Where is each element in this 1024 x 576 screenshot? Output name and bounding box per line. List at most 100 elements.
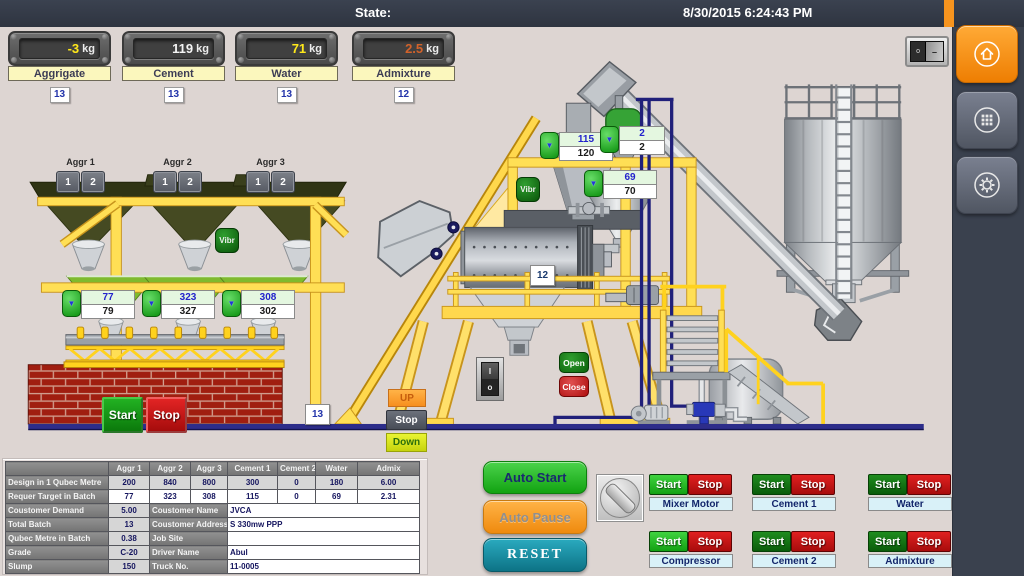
aggr3-gate2-button[interactable]: 2: [271, 171, 295, 193]
down-arrow-icon: ▼: [605, 135, 614, 144]
water-discharge-button[interactable]: ▼: [584, 170, 603, 197]
home-icon: [974, 41, 1000, 67]
aggr3-target-value: 308: [241, 290, 295, 304]
water-weigher-display: ▼ 69 70: [584, 170, 657, 199]
aggregate-vibrator-button[interactable]: Vibr: [215, 228, 239, 253]
screw-icon: [102, 57, 108, 63]
start-button[interactable]: Start: [649, 474, 688, 495]
water-actual-value: 70: [603, 184, 657, 199]
motor-name-label: Cement 1: [752, 497, 836, 511]
cement-weigher-display: ▼ 115 120: [540, 132, 613, 161]
motor-name-label: Mixer Motor: [649, 497, 733, 511]
skip-up-button[interactable]: UP: [388, 389, 426, 407]
mixer-platform: [387, 272, 703, 426]
grid-icon: [974, 107, 1000, 133]
belt-batch-counter: 13: [305, 404, 330, 425]
meter-label: Water: [235, 66, 338, 81]
power-toggle-switch[interactable]: o –: [905, 36, 949, 67]
start-button[interactable]: Start: [868, 474, 907, 495]
datetime-display: 8/30/2015 6:24:43 PM: [683, 5, 813, 20]
batch-count: 13: [163, 87, 184, 103]
aggr3-gate1-button[interactable]: 1: [246, 171, 270, 193]
screw-icon: [446, 34, 452, 40]
meter-unit: kg: [196, 42, 209, 55]
aggr2-discharge-button[interactable]: ▼: [142, 290, 161, 317]
aggr3-weigher: ▼ 308 302: [222, 290, 295, 319]
pumps: [630, 401, 747, 425]
info-row: Slump 150 Truck No. 11-0005: [5, 559, 420, 574]
skip-down-button[interactable]: Down: [386, 433, 427, 452]
reset-button[interactable]: RESET: [483, 538, 587, 572]
belt-start-button[interactable]: Start: [102, 397, 143, 433]
aggr2-gate2-button[interactable]: 2: [178, 171, 202, 193]
admixture-target-value: 2: [619, 126, 665, 140]
stop-button[interactable]: Stop: [907, 474, 951, 495]
down-arrow-icon: ▼: [545, 141, 554, 150]
selector-handle-icon: [603, 481, 637, 515]
motor-group-cement2: Start Stop Cement 2: [752, 531, 836, 568]
cement-discharge-button[interactable]: ▼: [540, 132, 559, 159]
nav-home-button[interactable]: [956, 25, 1018, 83]
meter-value: -3: [67, 41, 80, 56]
aggr1-actual-value: 79: [81, 304, 135, 319]
screw-icon: [11, 57, 17, 63]
motor-group-water: Start Stop Water: [868, 474, 952, 511]
down-arrow-icon: ▼: [67, 299, 76, 308]
stop-button[interactable]: Stop: [907, 531, 951, 552]
aggr2-actual-value: 327: [161, 304, 215, 319]
batch-count: 12: [393, 87, 414, 103]
aggr1-discharge-button[interactable]: ▼: [62, 290, 81, 317]
screw-icon: [355, 57, 361, 63]
aggr1-gate1-button[interactable]: 1: [56, 171, 80, 193]
aggr1-gate2-button[interactable]: 2: [81, 171, 105, 193]
stop-button[interactable]: Stop: [791, 474, 835, 495]
nav-screens-button[interactable]: [956, 91, 1018, 149]
meter-label: Aggrigate: [8, 66, 111, 81]
stop-button[interactable]: Stop: [688, 474, 732, 495]
cement-vibrator-button[interactable]: Vibr: [516, 177, 540, 202]
meter-value: 119: [172, 41, 194, 56]
meter-label: Admixture: [352, 66, 455, 81]
skip-stop-button[interactable]: Stop: [386, 410, 427, 430]
start-button[interactable]: Start: [752, 531, 791, 552]
auto-pause-button[interactable]: Auto Pause: [483, 500, 587, 534]
aggr2-weigher: ▼ 323 327: [142, 290, 215, 319]
aggr2-gate1-button[interactable]: 1: [153, 171, 177, 193]
gate-close-button[interactable]: Close: [559, 376, 589, 397]
toggle-off-mark: o: [916, 48, 920, 55]
gate-open-button[interactable]: Open: [559, 352, 589, 373]
start-button[interactable]: Start: [649, 531, 688, 552]
mode-selector-switch[interactable]: [596, 474, 644, 522]
motor-group-compressor: Start Stop Compressor: [649, 531, 733, 568]
motor-group-admixture: Start Stop Admixture: [868, 531, 952, 568]
stop-button[interactable]: Stop: [791, 531, 835, 552]
gear-icon: [974, 172, 1000, 198]
table-header-row: Aggr 1 Aggr 2 Aggr 3 Cement 1 Cement 2 W…: [5, 461, 420, 476]
aggr2-target-value: 323: [161, 290, 215, 304]
meter-unit: kg: [426, 42, 439, 55]
admixture-discharge-button[interactable]: ▼: [600, 126, 619, 153]
screw-icon: [216, 57, 222, 63]
batch-count: 13: [49, 87, 70, 103]
start-button[interactable]: Start: [752, 474, 791, 495]
accent-strip: [944, 0, 954, 27]
screw-icon: [329, 34, 335, 40]
info-row: Qubec Metre in Batch 0.38 Job Site: [5, 531, 420, 546]
auto-start-button[interactable]: Auto Start: [483, 461, 587, 494]
aggr1-weigher: ▼ 77 79: [62, 290, 135, 319]
stop-button[interactable]: Stop: [688, 531, 732, 552]
aggr3-discharge-button[interactable]: ▼: [222, 290, 241, 317]
belt-stop-button[interactable]: Stop: [146, 397, 187, 433]
mixer-power-rocker-switch[interactable]: I o: [476, 357, 504, 401]
meter-unit: kg: [309, 42, 322, 55]
nav-settings-button[interactable]: [956, 156, 1018, 214]
screw-icon: [11, 34, 17, 40]
cement-actual-value: 120: [559, 146, 613, 161]
info-row: Coustomer Demand 5.00 Coustomer Name JVC…: [5, 503, 420, 518]
aggr3-label: Aggr 3: [256, 157, 285, 167]
start-button[interactable]: Start: [868, 531, 907, 552]
